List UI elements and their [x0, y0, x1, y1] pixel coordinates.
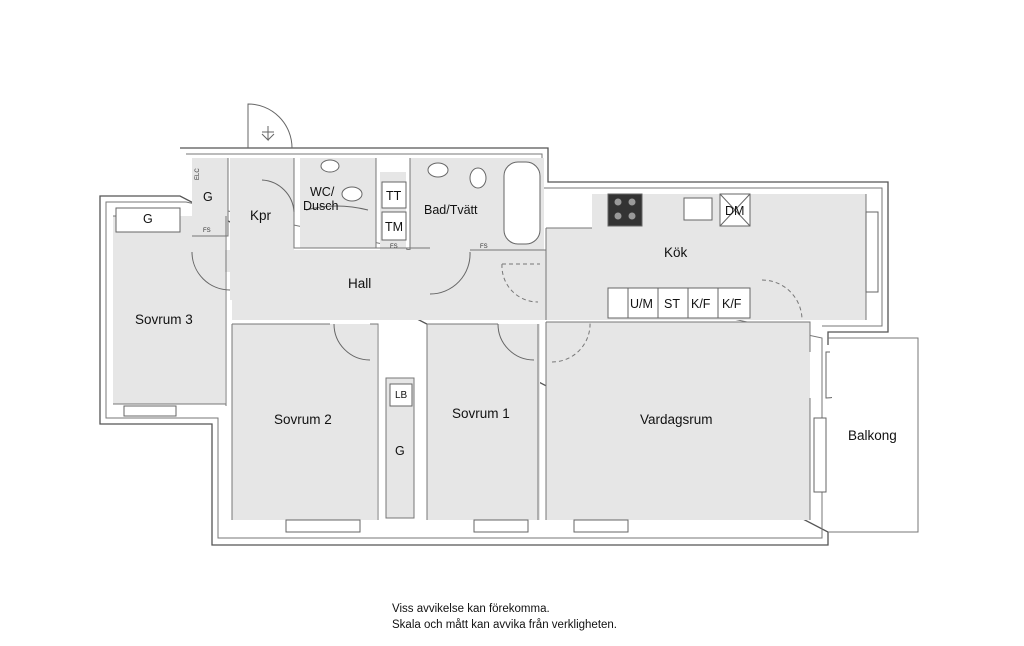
label-um: U/M — [630, 297, 653, 311]
label-kf-1: K/F — [691, 297, 711, 311]
fixtures — [115, 159, 751, 407]
label-st: ST — [664, 297, 680, 311]
label-kok: Kök — [664, 245, 688, 260]
windows — [123, 211, 879, 533]
label-fs-3: FS — [480, 244, 488, 250]
label-hall: Hall — [348, 276, 371, 291]
room-vardagsrum — [546, 322, 810, 520]
label-elc: ELC — [195, 168, 201, 180]
label-fs-2: FS — [390, 244, 398, 250]
label-fs-1: FS — [203, 228, 211, 234]
balcony — [828, 337, 919, 533]
door-kpr — [261, 179, 295, 213]
room-sovrum3 — [113, 216, 225, 404]
label-sovrum1: Sovrum 1 — [452, 406, 510, 421]
lb-box — [389, 383, 413, 407]
label-bad: Bad/Tvätt — [424, 203, 478, 217]
fixture-labels: G G G TT TM DM U/M ST K/F K/F LB FS FS F… — [143, 168, 744, 458]
doors — [191, 103, 873, 399]
label-lb: LB — [395, 390, 408, 401]
door-vardags-balcony — [761, 279, 803, 321]
exterior-walls — [99, 147, 889, 546]
entrance-arrow-icon — [261, 126, 275, 142]
disclaimer: Viss avvikelse kan förekomma. Skala och … — [392, 601, 617, 633]
disclaimer-line-2: Skala och mått kan avvika från verklighe… — [392, 619, 618, 631]
label-kf-2: K/F — [722, 297, 742, 311]
label-wc-1: WC/ — [310, 185, 335, 199]
shower-icon — [305, 205, 369, 211]
wc-sink-icon — [320, 159, 340, 173]
disclaimer-line-1: Viss avvikelse kan förekomma. — [392, 603, 550, 615]
label-tt: TT — [386, 189, 402, 203]
bad-sink-icon — [427, 162, 449, 178]
label-wc-2: Dusch — [303, 199, 338, 213]
room-sovrum1 — [427, 324, 540, 520]
room-kpr — [230, 158, 294, 250]
bad-toilet-icon — [469, 167, 487, 189]
door-bad — [429, 251, 471, 295]
kitchen-sink-icon — [683, 197, 713, 221]
label-dm: DM — [725, 204, 744, 218]
label-vardagsrum: Vardagsrum — [640, 412, 713, 427]
stove-icon — [607, 193, 643, 227]
door-kok-vardags — [551, 321, 591, 363]
label-kpr: Kpr — [250, 208, 272, 223]
label-sovrum2: Sovrum 2 — [274, 412, 332, 427]
bathtub-icon — [503, 161, 541, 245]
label-g-closet: G — [203, 190, 213, 204]
tm-box — [381, 211, 407, 241]
entrance-door — [247, 103, 293, 149]
tt-box — [381, 181, 407, 209]
room-hall — [192, 250, 546, 320]
closet-g-box — [115, 207, 181, 233]
room-sovrum2 — [232, 324, 377, 520]
label-sovrum3: Sovrum 3 — [135, 312, 193, 327]
label-g-sovrum2: G — [395, 444, 405, 458]
room-wc — [300, 158, 376, 248]
door-sovrum1 — [497, 323, 535, 361]
door-sovrum2 — [333, 323, 371, 361]
room-labels: Sovrum 3 Sovrum 2 Sovrum 1 Vardagsrum Kö… — [135, 185, 897, 443]
label-tm: TM — [385, 220, 403, 234]
label-g-sovrum3: G — [143, 212, 153, 226]
door-sovrum3 — [191, 251, 231, 291]
room-closet-g — [192, 158, 228, 236]
wc-toilet-icon — [341, 186, 363, 202]
label-balkong: Balkong — [848, 428, 897, 443]
door-kok-hall — [501, 263, 540, 303]
